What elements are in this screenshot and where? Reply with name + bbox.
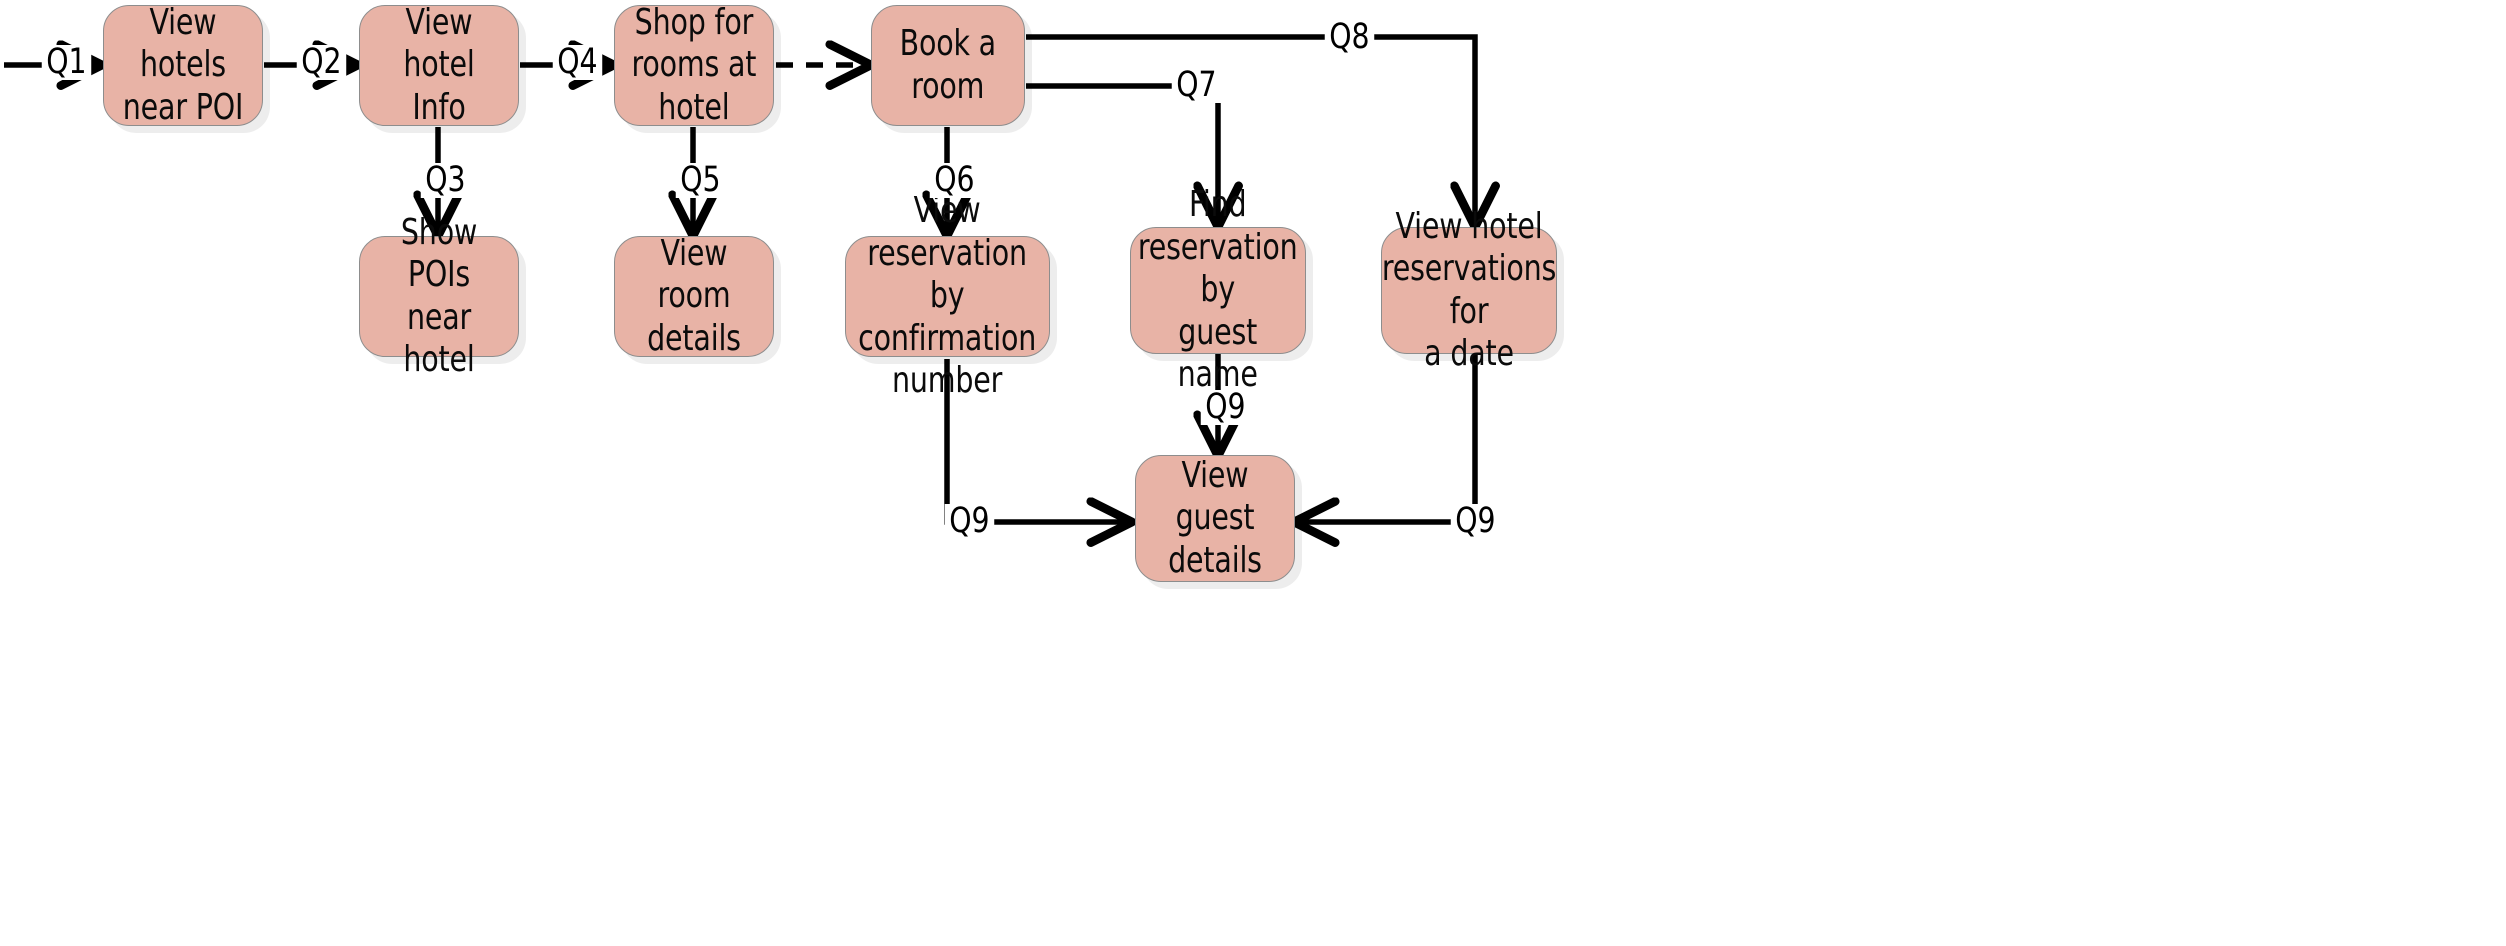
node-label: View hotel reservations for a date: [1381, 205, 1557, 374]
edge-label-q7: Q7: [1171, 68, 1222, 103]
edge-label-q4: Q4: [552, 45, 603, 80]
node-label: View hotels near POI: [122, 1, 244, 128]
node-label: View hotel Info: [403, 1, 475, 128]
edge-q9-from-date: [1296, 354, 1478, 522]
node-book-a-room[interactable]: Book a room: [871, 5, 1025, 126]
node-label: Shop for rooms at hotel: [631, 1, 757, 128]
node-view-hotel-reservations-for-a-date[interactable]: View hotel reservations for a date: [1381, 206, 1557, 374]
edge-label-q9-from-date: Q9: [1450, 504, 1501, 539]
node-view-room-details[interactable]: View room details: [614, 232, 774, 359]
edge-label-q9-from-guest-name: Q9: [1200, 390, 1251, 425]
edge-label-q5: Q5: [675, 163, 726, 198]
edge-label-q8: Q8: [1324, 20, 1375, 55]
node-show-pois-near-hotel[interactable]: Show POIs near hotel: [359, 212, 519, 380]
edge-label-q2: Q2: [296, 45, 347, 80]
node-label: View guest details: [1168, 454, 1262, 581]
edge-label-q6: Q6: [929, 163, 980, 198]
node-view-guest-details[interactable]: View guest details: [1135, 455, 1295, 582]
edge-q8: [1026, 34, 1475, 225]
edge-label-q9-from-confirmation: Q9: [944, 504, 995, 539]
node-view-hotels-near-poi[interactable]: View hotels near POI: [103, 1, 263, 128]
edge-label-q3: Q3: [420, 163, 471, 198]
node-label: Show POIs near hotel: [400, 211, 478, 380]
node-find-reservation-by-guest-name[interactable]: Find reservation by guest name: [1130, 184, 1306, 395]
node-label: Book a room: [899, 23, 997, 107]
edge-label-q1: Q1: [41, 45, 92, 80]
node-label: View reservation by confirmation number: [858, 190, 1037, 402]
node-view-hotel-info[interactable]: View hotel Info: [359, 1, 519, 128]
node-label: View room details: [647, 232, 741, 359]
node-view-reservation-by-confirmation-number[interactable]: View reservation by confirmation number: [845, 190, 1050, 401]
node-label: Find reservation by guest name: [1138, 184, 1298, 396]
node-shop-for-rooms-at-hotel[interactable]: Shop for rooms at hotel: [614, 1, 774, 128]
